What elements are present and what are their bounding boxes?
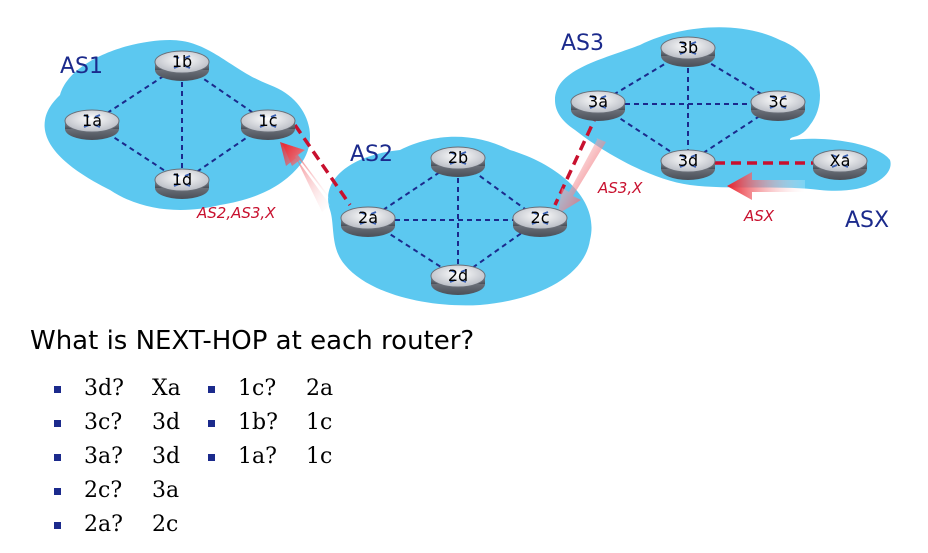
router-2a: 2a — [340, 206, 396, 238]
bullet-icon — [208, 386, 215, 393]
svg-text:2a: 2a — [358, 208, 378, 227]
router-3a: 3a — [570, 90, 626, 122]
advert-arrow-as2-to-as1 — [280, 142, 330, 212]
bullet-icon — [54, 488, 61, 495]
path-label-as2-to-as1: AS2,AS3,X — [196, 204, 276, 222]
svg-text:3d: 3d — [678, 151, 698, 170]
svg-text:3a: 3a — [588, 92, 608, 111]
answer-next-hop: 3a — [152, 478, 180, 503]
answer-next-hop: 1c — [306, 410, 333, 435]
as3-cloud — [555, 27, 891, 191]
svg-text:Xa: Xa — [830, 151, 851, 170]
bullet-icon — [54, 420, 61, 427]
bullet-icon — [54, 522, 61, 529]
answer-item: 2a? 2c — [54, 508, 214, 542]
answer-item: 3d? Xa — [54, 372, 214, 406]
svg-text:2c: 2c — [531, 208, 550, 227]
answer-router: 1b? — [238, 410, 278, 435]
path-label-as3-to-as2: AS3,X — [597, 179, 643, 197]
answer-item: 1a? 1c — [208, 440, 378, 474]
as2-label: AS2 — [350, 142, 393, 167]
question-heading: What is NEXT-HOP at each router? — [30, 326, 475, 356]
router-1c: 1c — [240, 109, 296, 141]
answer-router: 1a? — [238, 444, 277, 469]
as2-cloud — [328, 136, 592, 306]
answer-item: 1b? 1c — [208, 406, 378, 440]
svg-text:3b: 3b — [678, 38, 698, 57]
svg-text:1c: 1c — [259, 111, 278, 130]
router-2d: 2d — [430, 264, 486, 296]
answer-item: 1c? 2a — [208, 372, 378, 406]
answer-next-hop: Xa — [152, 376, 181, 401]
answer-item: 3a? 3d — [54, 440, 214, 474]
router-1d: 1d — [154, 168, 210, 200]
as1-cloud — [44, 40, 310, 210]
svg-text:2d: 2d — [448, 266, 468, 285]
as1-label: AS1 — [60, 54, 103, 79]
answer-router: 2a? — [84, 512, 123, 537]
answer-router: 3d? — [84, 376, 124, 401]
path-label-asx-to-as3: ASX — [743, 207, 775, 225]
svg-text:2b: 2b — [448, 148, 468, 167]
bullet-icon — [54, 454, 61, 461]
router-3d: 3d — [660, 149, 716, 181]
answer-next-hop: 2a — [306, 376, 334, 401]
router-3b: 3b — [660, 36, 716, 68]
router-1b: 1b — [154, 50, 210, 82]
as3-label: AS3 — [561, 31, 604, 56]
bullet-icon — [208, 454, 215, 461]
answer-router: 1c? — [238, 376, 277, 401]
answer-next-hop: 3d — [152, 444, 181, 469]
answer-next-hop: 1c — [306, 444, 333, 469]
advert-arrow-as3-to-as2 — [558, 138, 606, 214]
asx-label: ASX — [845, 208, 889, 233]
bullet-icon — [54, 386, 61, 393]
answer-item: 2c? 3a — [54, 474, 214, 508]
bgp-network-diagram: AS1 AS2 AS3 ASX AS2,AS3, — [44, 27, 891, 306]
answers-column-1: 3d? Xa 3c? 3d 3a? 3d 2c? 3a 2a? 2c — [54, 372, 214, 542]
router-xa: Xa — [812, 149, 868, 181]
answer-router: 3a? — [84, 444, 123, 469]
router-2c: 2c — [512, 206, 568, 238]
bullet-icon — [208, 420, 215, 427]
answer-next-hop: 2c — [152, 512, 179, 537]
router-1a: 1a — [64, 109, 120, 141]
answer-router: 3c? — [84, 410, 123, 435]
answer-router: 2c? — [84, 478, 123, 503]
svg-text:1a: 1a — [82, 111, 102, 130]
answer-item: 3c? 3d — [54, 406, 214, 440]
router-2b: 2b — [430, 146, 486, 178]
advert-arrow-asx-to-as3 — [727, 172, 805, 200]
svg-text:1b: 1b — [172, 52, 192, 71]
answers-column-2: 1c? 2a 1b? 1c 1a? 1c — [208, 372, 378, 474]
svg-text:3c: 3c — [769, 92, 788, 111]
router-3c: 3c — [750, 90, 806, 122]
answer-next-hop: 3d — [152, 410, 181, 435]
svg-text:1d: 1d — [172, 170, 192, 189]
